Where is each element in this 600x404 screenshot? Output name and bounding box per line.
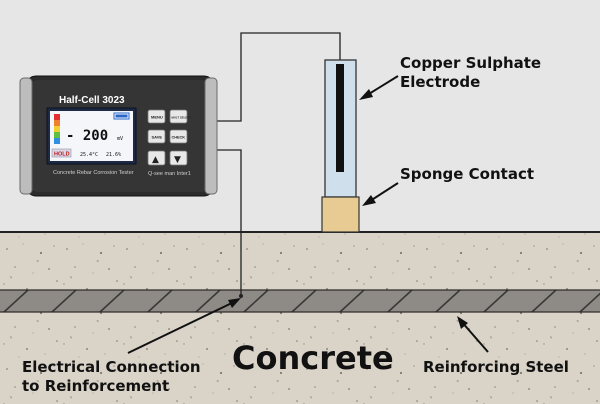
electrode-pointer-arrow xyxy=(359,75,399,100)
sponge-label: Sponge Contact xyxy=(400,165,534,183)
concrete-texture xyxy=(0,232,600,404)
wire-to-reinforcement xyxy=(212,149,242,296)
concrete-label: Concrete xyxy=(232,339,394,377)
humidity-readout: 21.6% xyxy=(106,152,121,158)
check-button-label: CHECK xyxy=(172,136,186,140)
electrode-label-line2: Electrode xyxy=(400,73,480,91)
sponge-pointer-arrow xyxy=(362,182,399,206)
save-button-label: SAVE xyxy=(152,135,163,140)
multi-select-button-label: MULT SELECT xyxy=(172,116,192,120)
up-arrow-icon: ▲ xyxy=(152,155,159,165)
check-button[interactable]: CHECK xyxy=(169,129,188,144)
multi-select-button[interactable]: MULT SELECT xyxy=(169,109,192,124)
menu-button[interactable]: MENU xyxy=(147,109,166,124)
wire-to-electrode xyxy=(212,32,341,122)
meter-subtitle: Concrete Rebar Corrosion Tester xyxy=(53,170,134,176)
steel-pointer-arrow xyxy=(457,316,489,353)
hold-badge xyxy=(51,148,72,158)
menu-button-label: MENU xyxy=(151,115,163,120)
save-button[interactable]: SAVE xyxy=(147,129,166,144)
connection-label-line1: Electrical Connection xyxy=(22,358,201,376)
down-arrow-icon: ▼ xyxy=(174,155,181,165)
up-button[interactable]: ▲ xyxy=(147,150,166,166)
electrode-label-line1: Copper Sulphate xyxy=(400,54,541,72)
connection-pointer-arrow xyxy=(127,298,241,354)
meter-brand: Q-see man Inter1 xyxy=(148,171,191,177)
battery-icon xyxy=(113,112,130,120)
half-cell-meter: Half-Cell 3023 - 200 mV HOLD 25.4°C 21.6… xyxy=(19,75,218,197)
reinforcement-connection-point xyxy=(239,294,243,298)
meter-title: Half-Cell 3023 xyxy=(59,95,125,106)
meter-left-bumper xyxy=(19,77,33,195)
down-button[interactable]: ▼ xyxy=(169,150,188,166)
steel-label: Reinforcing Steel xyxy=(423,358,569,376)
color-scale-bar xyxy=(54,114,60,144)
temperature-readout: 25.4°C xyxy=(80,152,98,158)
connection-label-line2: to Reinforcement xyxy=(22,377,169,395)
reading-unit: mV xyxy=(117,136,123,142)
reinforcing-steel-bar xyxy=(0,289,600,313)
hold-status: HOLD xyxy=(54,152,70,158)
meter-right-bumper xyxy=(204,77,218,195)
reading-value: - 200 xyxy=(66,128,108,144)
sponge-contact xyxy=(321,196,360,233)
copper-sulphate-electrode xyxy=(324,59,357,198)
